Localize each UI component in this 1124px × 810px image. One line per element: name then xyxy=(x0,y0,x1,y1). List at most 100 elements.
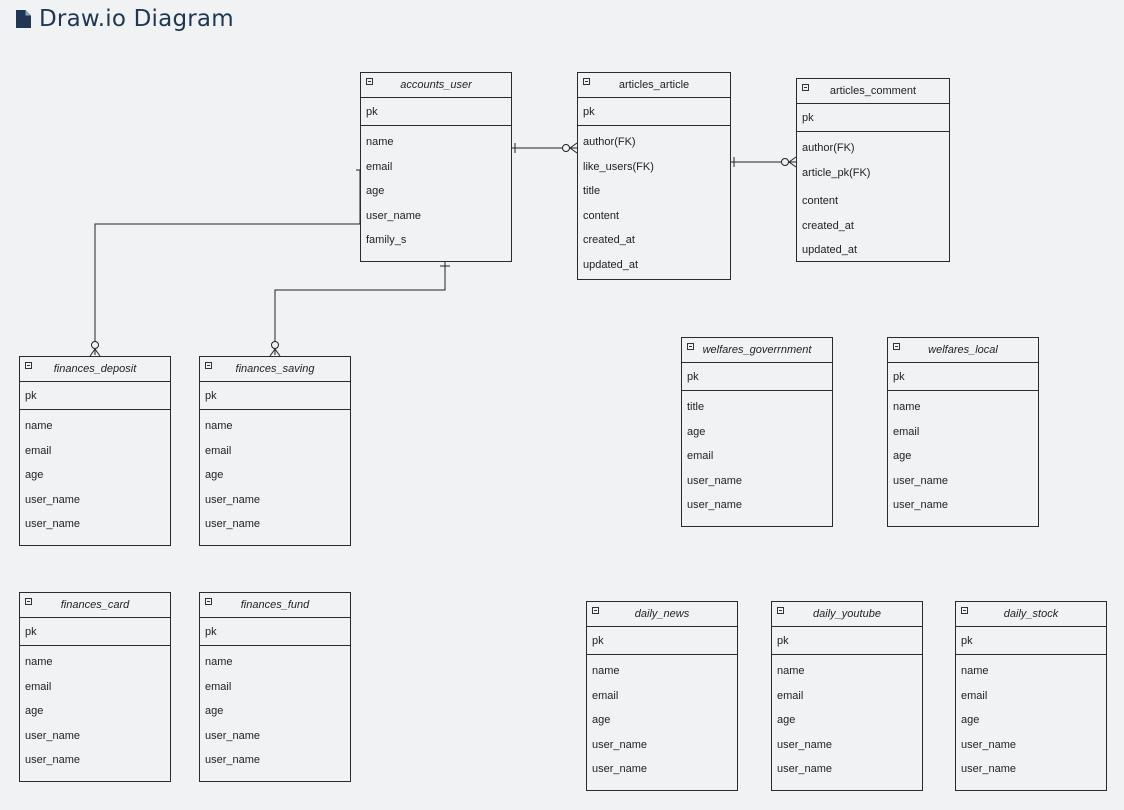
field-row[interactable]: created_at xyxy=(583,234,635,247)
entity-finances-deposit[interactable]: finances_deposit pk name email age user_… xyxy=(19,356,171,546)
field-row[interactable]: updated_at xyxy=(802,244,858,257)
field-row[interactable]: family_s xyxy=(366,234,407,247)
entity-articles-comment[interactable]: articles_comment pk author(FK) article_p… xyxy=(796,78,950,262)
field-row[interactable]: email xyxy=(893,425,920,438)
collapse-icon[interactable] xyxy=(205,598,212,605)
primary-key-row[interactable]: pk xyxy=(578,98,730,126)
entity-welfares-local[interactable]: welfares_local pk name email age user_na… xyxy=(887,337,1039,527)
field-row[interactable]: name xyxy=(25,656,53,669)
primary-key-row[interactable]: pk xyxy=(888,363,1038,391)
entity-header[interactable]: finances_fund xyxy=(200,593,350,618)
field-row[interactable]: email xyxy=(25,444,52,457)
entity-header[interactable]: daily_stock xyxy=(956,602,1106,627)
field-row[interactable]: user_name xyxy=(205,518,261,531)
field-row[interactable]: age xyxy=(961,714,980,727)
primary-key-row[interactable]: pk xyxy=(956,627,1106,655)
field-row[interactable]: email xyxy=(777,689,804,702)
field-row[interactable]: user_name xyxy=(25,754,81,767)
relationship-user-article[interactable] xyxy=(511,142,578,154)
collapse-icon[interactable] xyxy=(777,607,784,614)
entity-welfares-goverrnment[interactable]: welfares_goverrnment pk title age email … xyxy=(681,337,833,527)
field-row[interactable]: user_name xyxy=(592,763,648,776)
field-row[interactable]: title xyxy=(687,401,705,414)
primary-key-row[interactable]: pk xyxy=(587,627,737,655)
relationship-user-deposit[interactable] xyxy=(89,169,364,357)
field-row[interactable]: name xyxy=(893,401,921,414)
field-row[interactable]: user_name xyxy=(961,738,1017,751)
primary-key-row[interactable]: pk xyxy=(20,382,170,410)
field-row[interactable]: name xyxy=(777,665,805,678)
field-row[interactable]: email xyxy=(205,444,232,457)
field-row[interactable]: email xyxy=(366,160,393,173)
collapse-icon[interactable] xyxy=(205,362,212,369)
field-row[interactable]: user_name xyxy=(205,754,261,767)
entity-daily-stock[interactable]: daily_stock pk name email age user_name … xyxy=(955,601,1107,791)
field-row[interactable]: age xyxy=(777,714,796,727)
entity-header[interactable]: daily_youtube xyxy=(772,602,922,627)
collapse-icon[interactable] xyxy=(25,362,32,369)
entity-header[interactable]: accounts_user xyxy=(361,73,511,98)
collapse-icon[interactable] xyxy=(366,78,373,85)
field-row[interactable]: title xyxy=(583,185,601,198)
field-row[interactable]: user_name xyxy=(25,729,81,742)
entity-finances-fund[interactable]: finances_fund pk name email age user_nam… xyxy=(199,592,351,782)
field-row[interactable]: age xyxy=(25,469,44,482)
relationship-user-saving[interactable] xyxy=(269,262,450,357)
primary-key-row[interactable]: pk xyxy=(682,363,832,391)
collapse-icon[interactable] xyxy=(893,343,900,350)
collapse-icon[interactable] xyxy=(583,78,590,85)
field-row[interactable]: author(FK) xyxy=(583,136,636,149)
entity-finances-card[interactable]: finances_card pk name email age user_nam… xyxy=(19,592,171,782)
field-row[interactable]: age xyxy=(893,450,912,463)
primary-key-row[interactable]: pk xyxy=(772,627,922,655)
primary-key-row[interactable]: pk xyxy=(361,98,511,126)
entity-header[interactable]: daily_news xyxy=(587,602,737,627)
entity-header[interactable]: welfares_goverrnment xyxy=(682,338,832,363)
field-row[interactable]: user_name xyxy=(777,738,833,751)
entity-finances-saving[interactable]: finances_saving pk name email age user_n… xyxy=(199,356,351,546)
field-row[interactable]: user_name xyxy=(592,738,648,751)
field-row[interactable]: created_at xyxy=(802,219,854,232)
field-row[interactable]: name xyxy=(592,665,620,678)
field-row[interactable]: email xyxy=(592,689,619,702)
collapse-icon[interactable] xyxy=(25,598,32,605)
field-row[interactable]: age xyxy=(25,705,44,718)
field-row[interactable]: user_name xyxy=(25,518,81,531)
field-row[interactable]: email xyxy=(961,689,988,702)
primary-key-row[interactable]: pk xyxy=(200,618,350,646)
primary-key-row[interactable]: pk xyxy=(20,618,170,646)
field-row[interactable]: user_name xyxy=(205,493,261,506)
entity-header[interactable]: finances_saving xyxy=(200,357,350,382)
entity-header[interactable]: finances_deposit xyxy=(20,357,170,382)
field-row[interactable]: content xyxy=(583,209,620,222)
field-row[interactable]: name xyxy=(366,136,394,149)
entity-articles-article[interactable]: articles_article pk author(FK) like_user… xyxy=(577,72,731,280)
field-row[interactable]: name xyxy=(205,420,233,433)
field-row[interactable]: author(FK) xyxy=(802,142,855,155)
collapse-icon[interactable] xyxy=(802,84,809,91)
field-row[interactable]: email xyxy=(25,680,52,693)
primary-key-row[interactable]: pk xyxy=(797,104,949,132)
entity-header[interactable]: articles_comment xyxy=(797,79,949,104)
field-row[interactable]: name xyxy=(205,656,233,669)
entity-header[interactable]: finances_card xyxy=(20,593,170,618)
entity-accounts-user[interactable]: accounts_user pk name email age user_nam… xyxy=(360,72,512,262)
field-row[interactable]: age xyxy=(687,425,706,438)
collapse-icon[interactable] xyxy=(592,607,599,614)
field-row[interactable]: user_name xyxy=(366,209,422,222)
field-row[interactable]: age xyxy=(366,185,385,198)
field-row[interactable]: user_name xyxy=(893,474,949,487)
field-row[interactable]: user_name xyxy=(777,763,833,776)
field-row[interactable]: updated_at xyxy=(583,258,639,271)
field-row[interactable]: user_name xyxy=(893,499,949,512)
field-row[interactable]: age xyxy=(592,714,611,727)
field-row[interactable]: user_name xyxy=(205,729,261,742)
field-row[interactable]: age xyxy=(205,469,224,482)
field-row[interactable]: user_name xyxy=(25,493,81,506)
entity-daily-news[interactable]: daily_news pk name email age user_name u… xyxy=(586,601,738,791)
field-row[interactable]: email xyxy=(687,450,714,463)
primary-key-row[interactable]: pk xyxy=(200,382,350,410)
entity-daily-youtube[interactable]: daily_youtube pk name email age user_nam… xyxy=(771,601,923,791)
entity-header[interactable]: articles_article xyxy=(578,73,730,98)
relationship-article-comment[interactable] xyxy=(730,156,797,168)
